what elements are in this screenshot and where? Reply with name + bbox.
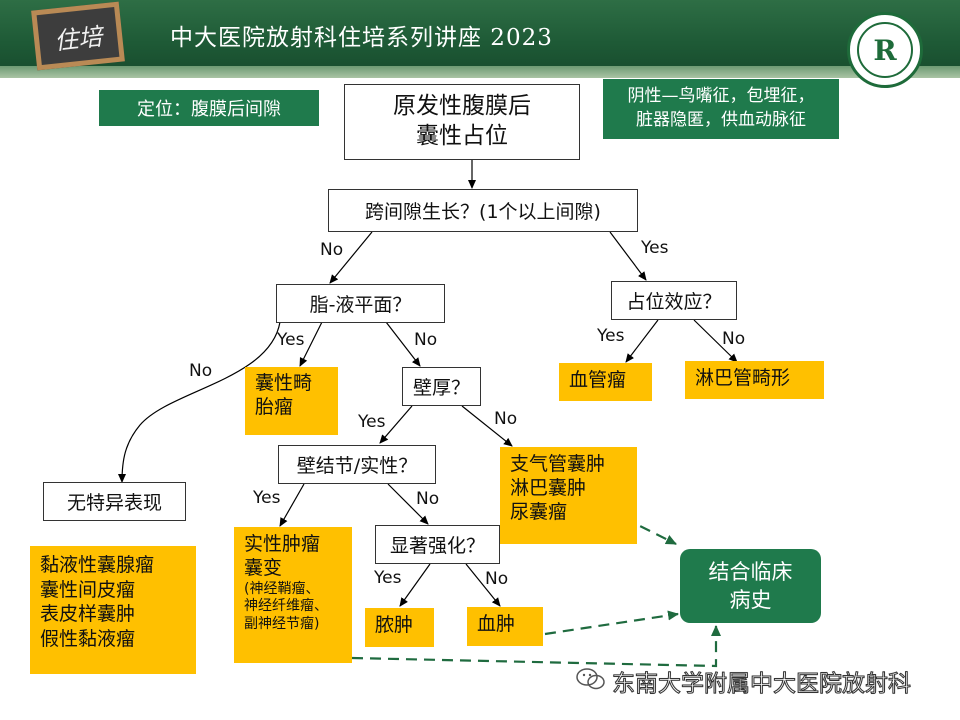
nonspecific-box: 无特异表现 [43, 482, 186, 521]
arrow-nodule-no [387, 483, 429, 525]
clinical-line1: 结合临床 [708, 559, 793, 584]
mucinous-cystadenoma-box: 黏液性囊腺瘤 囊性间皮瘤 表皮样囊肿 假性黏液瘤 [30, 546, 196, 674]
hematoma-box: 血肿 [467, 607, 543, 646]
label-yes-cross: Yes [641, 238, 669, 258]
arrow-cross-yes [609, 231, 647, 281]
label-no-fat-curve: No [189, 361, 213, 381]
arrow-fat-no-curve [118, 321, 281, 483]
arrow-mass-no [693, 319, 738, 363]
label-no-mass: No [722, 329, 746, 349]
arrow-wall-no [461, 405, 513, 447]
wechat-icon [576, 668, 605, 690]
mass-effect-question: 占位效应？ [611, 281, 737, 320]
cysts-line1: 支气管囊肿 [510, 453, 606, 475]
solid-line1: 实性肿瘤 [244, 533, 321, 555]
wall-thickness-question: 壁厚？ [402, 367, 481, 406]
negative-signs-line1: 阴性—鸟嘴征，包埋征， [627, 86, 815, 107]
hemangioma-box: 血管瘤 [559, 363, 652, 401]
abscess-box: 脓肿 [365, 608, 434, 647]
label-yes-nodule: Yes [253, 488, 281, 508]
label-no-nodule: No [416, 489, 440, 509]
label-no-enhance: No [485, 569, 509, 589]
solid-tumor-box: 实性肿瘤 囊变 (神经鞘瘤、 神经纤维瘤、 副神经节瘤) [234, 527, 352, 663]
solid-line5: 副神经节瘤) [244, 615, 320, 632]
dashed-arrow-hematoma-to-clinical [544, 610, 679, 636]
lymphatic-malformation-box: 淋巴管畸形 [685, 361, 824, 399]
label-yes-enhance: Yes [374, 568, 402, 588]
label-yes-wall: Yes [358, 412, 386, 432]
mucinous-line3: 表皮样囊肿 [40, 603, 136, 626]
arrow-enhance-no [465, 563, 501, 607]
cystic-teratoma-box: 囊性畸 胎瘤 [245, 367, 338, 435]
solid-line4: 神经纤维瘤、 [244, 598, 328, 614]
arrow-cross-no [329, 231, 373, 284]
watermark-text: 东南大学附属中大医院放射科 [612, 671, 912, 698]
label-no-wall: No [494, 409, 518, 429]
dashed-arrow-solid-to-clinical [351, 625, 721, 668]
header-bar [0, 0, 960, 78]
solid-line3: (神经鞘瘤、 [244, 580, 320, 597]
nodule-solid-question: 壁结节/实性？ [278, 445, 436, 484]
mucinous-line4: 假性黏液瘤 [40, 628, 136, 651]
arrow-nodule-yes [279, 483, 305, 527]
teratoma-line2: 胎瘤 [255, 395, 294, 418]
dashed-arrow-cysts-to-clinical [607, 509, 677, 545]
seal-letter: R [857, 22, 913, 78]
root-node: 原发性腹膜后 囊性占位 [344, 84, 580, 160]
root-line1: 原发性腹膜后 [393, 93, 531, 120]
header-band [0, 66, 960, 78]
page-title: 中大医院放射科住培系列讲座 2023 [170, 25, 553, 51]
cysts-line2: 淋巴囊肿 [510, 476, 587, 499]
fat-fluid-question: 脂-液平面？ [276, 284, 445, 323]
enhancement-question: 显著强化？ [375, 525, 500, 564]
label-no-cross: No [320, 240, 344, 260]
hospital-seal-logo: R [847, 12, 923, 88]
bronchogenic-cysts-box: 支气管囊肿 淋巴囊肿 尿囊瘤 [500, 447, 637, 544]
arrow-fat-no [385, 321, 421, 367]
cross-space-question: 跨间隙生长？(1个以上间隙) [328, 189, 638, 232]
mucinous-line1: 黏液性囊腺瘤 [40, 554, 155, 576]
label-yes-mass: Yes [597, 326, 625, 346]
arrow-mass-yes [625, 319, 659, 363]
clinical-history-box: 结合临床 病史 [680, 549, 821, 623]
arrow-enhance-yes [399, 563, 431, 607]
root-line2: 囊性占位 [416, 123, 508, 149]
clinical-line2: 病史 [729, 588, 772, 612]
label-no-fat: No [414, 330, 438, 350]
negative-signs-box: 阴性—鸟嘴征，包埋征， 脏器隐匿，供血动脉征 [603, 79, 839, 139]
solid-line2: 囊变 [244, 556, 283, 579]
mucinous-line2: 囊性间皮瘤 [40, 578, 136, 601]
negative-signs-line2: 脏器隐匿，供血动脉征 [636, 110, 806, 130]
arrow-fat-yes [299, 321, 323, 367]
location-box: 定位：腹膜后间隙 [99, 90, 319, 126]
cysts-line3: 尿囊瘤 [510, 500, 568, 523]
teratoma-line1: 囊性畸 [255, 372, 313, 394]
label-yes-fat: Yes [277, 330, 305, 350]
arrow-wall-yes [379, 405, 413, 444]
